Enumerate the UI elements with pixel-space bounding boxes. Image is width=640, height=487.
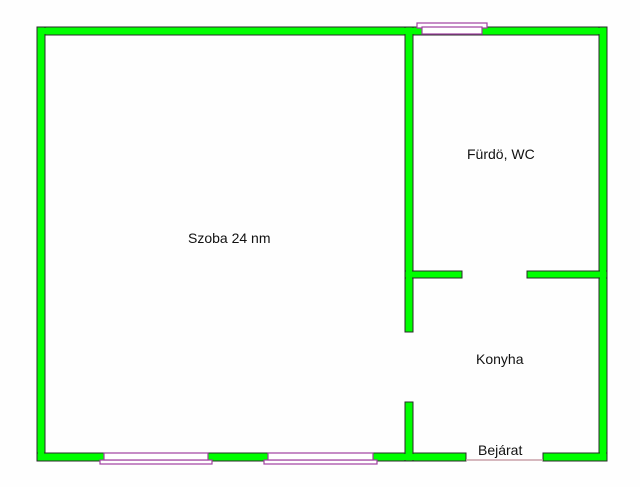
window-bottom-left	[99, 452, 213, 465]
walls	[36, 26, 608, 462]
room-label-kitchen: Konyha	[476, 351, 524, 367]
entrance-label: Bejárat	[478, 442, 523, 458]
window-bottom-right	[263, 452, 378, 465]
window-top	[416, 22, 488, 35]
room-label-living: Szoba 24 nm	[188, 230, 271, 246]
room-label-bathroom: Fürdö, WC	[467, 146, 535, 162]
